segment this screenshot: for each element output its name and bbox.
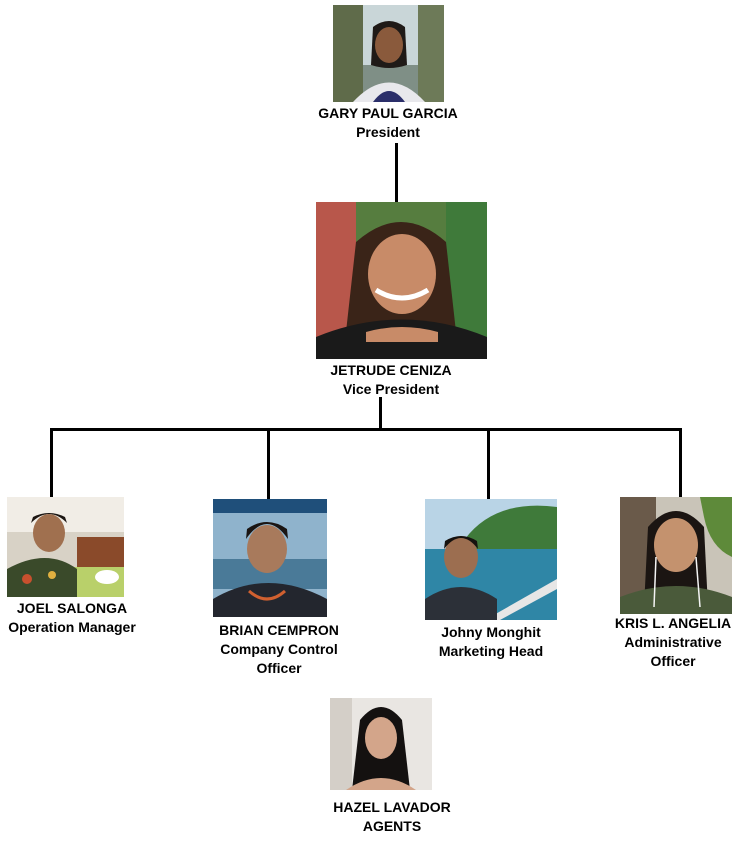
connector-vp-down bbox=[379, 397, 382, 430]
brian-title-line-1: Company Control bbox=[220, 641, 338, 657]
hazel-name: HAZEL LAVADOR bbox=[333, 799, 451, 815]
connector-horizontal-bus bbox=[50, 428, 682, 431]
joel-name: JOEL SALONGA bbox=[16, 600, 128, 616]
connector-president-vp bbox=[395, 143, 398, 203]
president-photo bbox=[333, 5, 444, 102]
vice-president-caption: JETRUDE CENIZA Vice President bbox=[291, 361, 491, 399]
brian-caption: BRIAN CEMPRON Company Control Officer bbox=[179, 621, 379, 678]
brian-name: BRIAN CEMPRON bbox=[219, 622, 339, 638]
connector-brian bbox=[267, 428, 270, 499]
connector-johny bbox=[487, 428, 490, 499]
hazel-caption: HAZEL LAVADOR AGENTS bbox=[292, 798, 492, 836]
kris-title-line-2: Officer bbox=[650, 653, 696, 669]
johny-name: Johny Monghit bbox=[441, 624, 541, 640]
johny-photo bbox=[425, 499, 557, 620]
hazel-title: AGENTS bbox=[362, 818, 422, 834]
johny-title-line: Marketing Head bbox=[438, 643, 544, 659]
hazel-photo bbox=[330, 698, 432, 790]
joel-caption: JOEL SALONGA Operation Manager bbox=[0, 599, 172, 637]
brian-photo bbox=[213, 499, 327, 617]
kris-name: KRIS L. ANGELIA bbox=[614, 615, 732, 631]
connector-kris bbox=[679, 428, 682, 497]
kris-caption: KRIS L. ANGELIA Administrative Officer bbox=[573, 614, 740, 671]
president-caption: GARY PAUL GARCIA President bbox=[288, 104, 488, 142]
joel-title-line: Operation Manager bbox=[8, 619, 136, 635]
brian-title-line-2: Officer bbox=[256, 660, 302, 676]
joel-photo bbox=[7, 497, 124, 597]
kris-photo bbox=[620, 497, 732, 614]
johny-caption: Johny Monghit Marketing Head bbox=[391, 623, 591, 661]
kris-title-line-1: Administrative bbox=[624, 634, 722, 650]
president-title: President bbox=[356, 124, 420, 140]
president-name: GARY PAUL GARCIA bbox=[318, 105, 458, 121]
vice-president-name: JETRUDE CENIZA bbox=[330, 362, 452, 378]
vice-president-title: Vice President bbox=[342, 381, 440, 397]
connector-joel bbox=[50, 428, 53, 497]
vice-president-photo bbox=[316, 202, 487, 359]
